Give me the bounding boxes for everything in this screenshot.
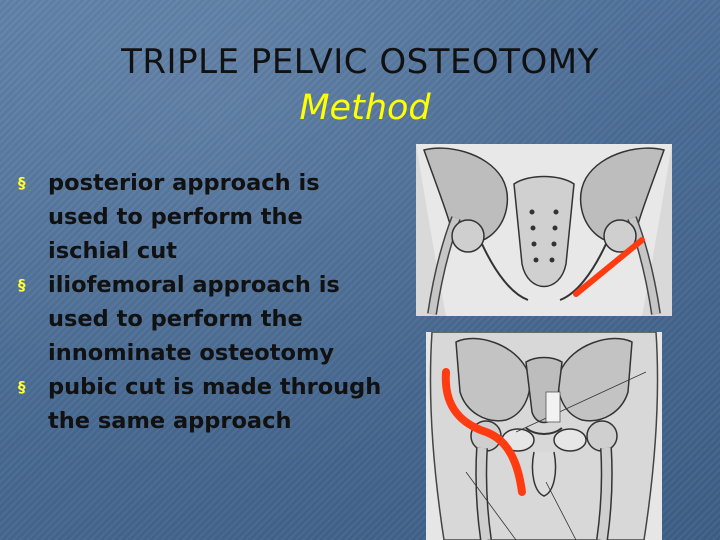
slide-subtitle: Method bbox=[299, 88, 431, 128]
bullet-marker-icon: § bbox=[18, 276, 26, 294]
bullet-item: § posterior approach is used to perform … bbox=[18, 166, 388, 268]
anterior-pelvis-illustration bbox=[426, 332, 662, 540]
bullet-text: pubic cut is made through the same appro… bbox=[48, 374, 382, 434]
posterior-pelvis-illustration bbox=[416, 144, 672, 316]
bullet-text: iliofemoral approach is used to perform … bbox=[48, 272, 340, 366]
bullet-item: § iliofemoral approach is used to perfor… bbox=[18, 268, 388, 370]
bullet-text: posterior approach is used to perform th… bbox=[48, 170, 320, 264]
slide-title: TRIPLE PELVIC OSTEOTOMY bbox=[121, 42, 599, 82]
posterior-pelvis-drawing bbox=[416, 144, 672, 316]
bullet-marker-icon: § bbox=[18, 378, 26, 396]
bullet-marker-icon: § bbox=[18, 174, 26, 192]
anterior-pelvis-drawing bbox=[426, 332, 662, 540]
bullet-item: § pubic cut is made through the same app… bbox=[18, 370, 388, 438]
bullet-list: § posterior approach is used to perform … bbox=[18, 166, 388, 438]
